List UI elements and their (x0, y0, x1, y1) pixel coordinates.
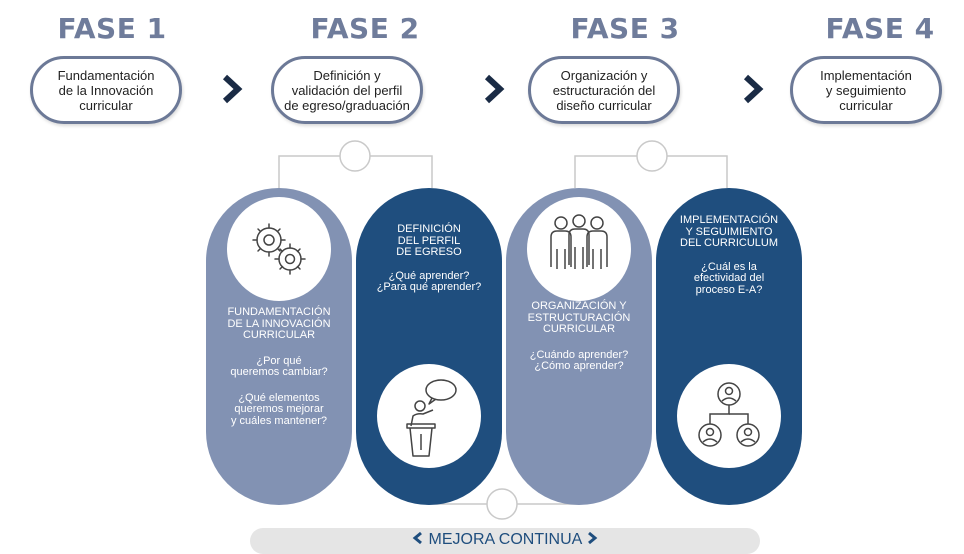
speaker-podium-icon (406, 379, 457, 457)
column-2-title-line: DEL PERFIL (397, 234, 461, 247)
phase-box-1-line: de la Innovación (58, 82, 154, 98)
phase-box-3-line: Organización y (560, 67, 648, 83)
column-1-question-line: queremos cambiar? (230, 366, 328, 378)
phase-box-4-line: y seguimiento (825, 82, 907, 98)
column-organizacion: ORGANIZACIÓN Y ESTRUCTURACIÓN CURRICULAR… (506, 188, 652, 505)
chevron-right-icon (743, 74, 764, 104)
column-2-question-line: ¿Para qué aprender? (376, 281, 482, 293)
column-3-question-line: ¿Cuándo aprender? (529, 348, 629, 361)
icon-circle (227, 197, 331, 301)
gears-icon (252, 223, 306, 275)
column-1-question-line: ¿Qué elementos (238, 391, 320, 404)
column-implementacion: IMPLEMENTACIÓN Y SEGUIMIENTO DEL CURRICU… (656, 188, 802, 505)
phase-box-3: Organización y estructuración del diseño… (528, 56, 680, 124)
column-4-title-line: IMPLEMENTACIÓN (679, 214, 779, 226)
column-1-title-line: DE LA INNOVACIÓN (227, 317, 331, 330)
phase-box-1-line: Fundamentación (57, 67, 155, 83)
column-3-question-line: ¿Cómo aprender? (534, 360, 624, 372)
mejora-continua-label-row: MEJORA CONTINUA (250, 531, 760, 550)
column-4-text: IMPLEMENTACIÓN Y SEGUIMIENTO DEL CURRICU… (656, 214, 802, 296)
chevron-right-icon (222, 74, 243, 104)
column-2-text: DEFINICIÓN DEL PERFIL DE EGRESO ¿Qué apr… (356, 223, 502, 294)
network-people-icon (698, 382, 760, 447)
phase-label-3: FASE 3 (570, 12, 680, 45)
chevron-left-icon (412, 531, 424, 550)
phase-box-2-line: de egreso/graduación (284, 97, 410, 113)
column-fundamentacion: FUNDAMENTACIÓN DE LA INNOVACIÓN CURRICUL… (206, 188, 352, 505)
icon-circle (377, 364, 481, 468)
phase-label-4: FASE 4 (825, 12, 935, 45)
phase-box-1-line: curricular (79, 97, 133, 113)
people-group-icon (550, 214, 608, 269)
mejora-continua-bar: MEJORA CONTINUA (250, 528, 760, 554)
column-2-title-line: DEFINICIÓN (397, 223, 461, 235)
column-2-question-line: ¿Qué aprender? (388, 269, 470, 282)
column-1-question-line: y cuáles mantener? (231, 414, 327, 427)
phase-box-4: Implementación y seguimiento curricular (790, 56, 942, 124)
column-4-question-line: proceso E-A? (695, 283, 763, 296)
column-1-question-line: queremos mejorar (234, 403, 324, 415)
column-3-title-line: CURRICULAR (542, 323, 616, 335)
column-3-title-line: ESTRUCTURACIÓN (527, 311, 631, 324)
phase-box-4-line: curricular (839, 97, 893, 113)
column-1-title-line: FUNDAMENTACIÓN (227, 306, 331, 318)
mejora-continua-label: MEJORA CONTINUA (428, 531, 582, 548)
column-1-text: FUNDAMENTACIÓN DE LA INNOVACIÓN CURRICUL… (206, 306, 352, 427)
connector-node-3 (486, 488, 518, 520)
column-4-title-line: Y SEGUIMIENTO (685, 225, 773, 238)
column-4-question-line: efectividad del (693, 272, 765, 284)
phase-box-3-line: diseño curricular (556, 97, 652, 113)
icon-circle (527, 197, 631, 301)
column-4-question-line: ¿Cuál es la (701, 260, 757, 273)
phase-label-2: FASE 2 (310, 12, 420, 45)
connector-node-1 (339, 140, 371, 172)
column-3-text: ORGANIZACIÓN Y ESTRUCTURACIÓN CURRICULAR… (506, 300, 652, 373)
chevron-right-icon (586, 531, 598, 550)
phase-box-2-line: validación del perfil (291, 82, 403, 98)
column-definicion: DEFINICIÓN DEL PERFIL DE EGRESO ¿Qué apr… (356, 188, 502, 505)
connector-node-2 (636, 140, 668, 172)
column-4-title-line: DEL CURRICULUM (680, 237, 778, 249)
phase-box-4-line: Implementación (820, 67, 912, 83)
phase-label-1: FASE 1 (57, 12, 167, 45)
phase-box-3-line: estructuración del (552, 82, 656, 98)
phase-box-1: Fundamentación de la Innovación curricul… (30, 56, 182, 124)
column-1-question-line: ¿Por qué (256, 354, 302, 367)
column-2-title-line: DE EGRESO (396, 246, 462, 258)
phase-box-2-line: Definición y (313, 67, 381, 83)
icon-circle (677, 364, 781, 468)
column-3-title-line: ORGANIZACIÓN Y (531, 300, 627, 312)
column-1-title-line: CURRICULAR (242, 329, 316, 341)
chevron-right-icon (484, 74, 505, 104)
phase-box-2: Definición y validación del perfil de eg… (271, 56, 423, 124)
